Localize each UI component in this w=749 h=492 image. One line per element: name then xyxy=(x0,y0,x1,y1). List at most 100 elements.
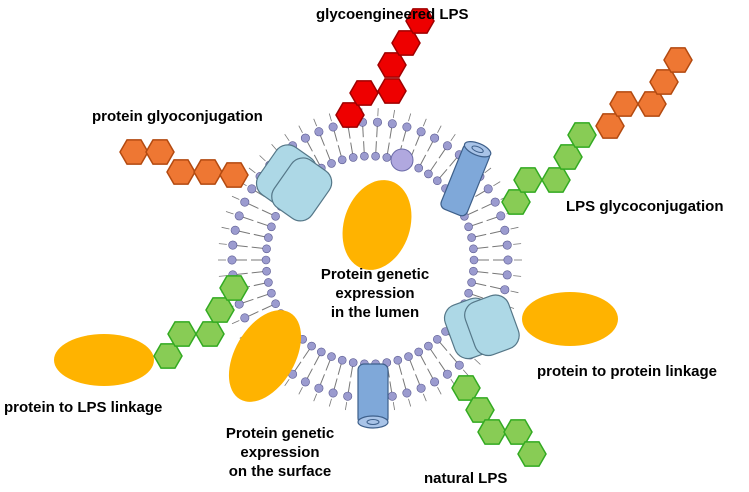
barrel-protein-right xyxy=(443,294,520,360)
lipid-head xyxy=(240,197,250,207)
lipid-head xyxy=(483,184,493,194)
label-lumen-expression: Protein genetic expression in the lumen xyxy=(300,265,450,322)
lipid-head xyxy=(316,347,326,357)
lipid-bristle xyxy=(484,167,492,174)
lps-glycoconjugation-tail-hexagon xyxy=(663,47,693,73)
channel-pore xyxy=(366,419,380,425)
glycoengineered-lps-hexagon xyxy=(377,78,407,104)
lumen-protein xyxy=(342,180,412,270)
lipid-head xyxy=(464,288,473,298)
lipid-bristle xyxy=(328,113,332,122)
lps-glycoconjugation-core-hexagon xyxy=(501,189,531,215)
lps-glycoconjugation-core-hexagon xyxy=(513,167,543,193)
lipid-head xyxy=(228,240,238,250)
lipid-head xyxy=(348,358,358,367)
lipid-bristle xyxy=(392,402,395,411)
lipid-bristle xyxy=(450,133,456,142)
lipid-bristle xyxy=(298,387,303,395)
lipid-head xyxy=(387,119,397,129)
protein-glyconjugation-hexagon xyxy=(193,159,223,185)
protein-to-lps-linkage-hexagon xyxy=(219,275,249,301)
lipid-head xyxy=(442,141,452,151)
label-protein-to-protein: protein to protein linkage xyxy=(537,363,718,380)
lipid-bristle xyxy=(284,378,290,387)
lipid-bristle xyxy=(437,387,442,395)
lipid-bristle xyxy=(462,369,469,377)
lipid-head xyxy=(300,377,310,387)
lipid-head xyxy=(227,255,237,265)
lps-glycoconjugation-tail-hexagon xyxy=(637,91,667,117)
natural-lps-hexagon xyxy=(477,419,507,445)
lipid-head xyxy=(267,288,276,298)
lipid-bristle xyxy=(493,181,501,187)
lipid-head xyxy=(469,266,478,276)
protein-glyconjugation-chain xyxy=(119,139,249,188)
lipid-head xyxy=(328,122,338,132)
lipid-bristle xyxy=(437,125,442,133)
lipid-bristle xyxy=(422,393,427,402)
glycoengineered-lps-hexagon xyxy=(335,102,365,128)
lipid-head xyxy=(262,244,271,254)
label-lumen-line2: expression xyxy=(335,285,415,302)
protein-glyconjugation-hexagon xyxy=(219,162,249,188)
lps-glycoconjugation-tail-hexagon xyxy=(649,69,679,95)
lipid-head xyxy=(300,133,310,143)
lipid-bristle xyxy=(313,118,318,127)
lipid-head xyxy=(234,211,244,221)
protein-to-lps-linkage-hexagon xyxy=(205,297,235,323)
label-surface-line1: Protein genetic xyxy=(225,425,335,442)
channel-bottom xyxy=(357,415,389,429)
protein-glyconjugation-hexagon xyxy=(145,139,175,165)
natural-lps-chain xyxy=(451,375,547,467)
glycoengineered-lps-hexagon xyxy=(349,80,379,106)
lipid-bristle xyxy=(284,133,290,142)
lipid-head xyxy=(240,313,250,323)
lipid-head xyxy=(467,278,476,287)
lipid-bristle xyxy=(513,275,522,277)
lipid-head xyxy=(307,341,316,351)
glycoengineered-lps-hexagon xyxy=(405,8,435,34)
lipid-head xyxy=(469,244,478,254)
lipid-head xyxy=(234,299,244,309)
lipid-head xyxy=(402,122,412,132)
barrel-segment xyxy=(464,294,520,357)
lipid-head xyxy=(371,151,380,161)
lipid-head xyxy=(360,151,369,161)
natural-lps-hexagon xyxy=(465,397,495,423)
label-glycoengineered-lps: glycoengineered LPS xyxy=(316,6,469,23)
lipid-head xyxy=(348,153,358,162)
lipid-head xyxy=(500,285,510,295)
lipid-bristle xyxy=(474,358,481,365)
lipid-head xyxy=(372,117,382,127)
lipid-head xyxy=(314,383,324,393)
lipid-head xyxy=(337,155,347,165)
lipid-head xyxy=(432,334,442,344)
label-lps-glycoconjugation: LPS glycoconjugation xyxy=(566,198,724,215)
lipid-head xyxy=(382,153,392,162)
lipid-bristle xyxy=(271,143,278,151)
lipid-head xyxy=(327,352,336,361)
lipid-bristle xyxy=(510,226,519,230)
glycoengineered-lps-hexagon xyxy=(377,52,407,78)
lipid-head xyxy=(490,197,500,207)
lipid-head xyxy=(328,388,338,398)
lps-glycoconjugation-tail-hexagon xyxy=(609,91,639,117)
protein-lps-linked xyxy=(54,334,154,386)
lipid-head xyxy=(424,341,433,351)
channel-protein-top xyxy=(440,141,492,217)
lipid-head xyxy=(430,133,440,143)
lps-glycoconjugation-tail-hexagon xyxy=(595,113,625,139)
glycoengineered-lps-chain xyxy=(335,8,435,128)
lipid-head xyxy=(469,255,479,265)
barrel-protein-top-left xyxy=(255,144,333,222)
lipid-bristle xyxy=(259,155,266,162)
membrane-sphere xyxy=(390,148,414,172)
lipid-bristle xyxy=(392,109,395,118)
lipid-bristle xyxy=(328,398,332,407)
label-surface-line2: expression xyxy=(240,444,320,461)
lipid-head xyxy=(264,278,273,287)
lipid-head xyxy=(393,355,403,365)
lipid-head xyxy=(264,233,273,242)
label-natural-lps: natural LPS xyxy=(424,470,508,487)
